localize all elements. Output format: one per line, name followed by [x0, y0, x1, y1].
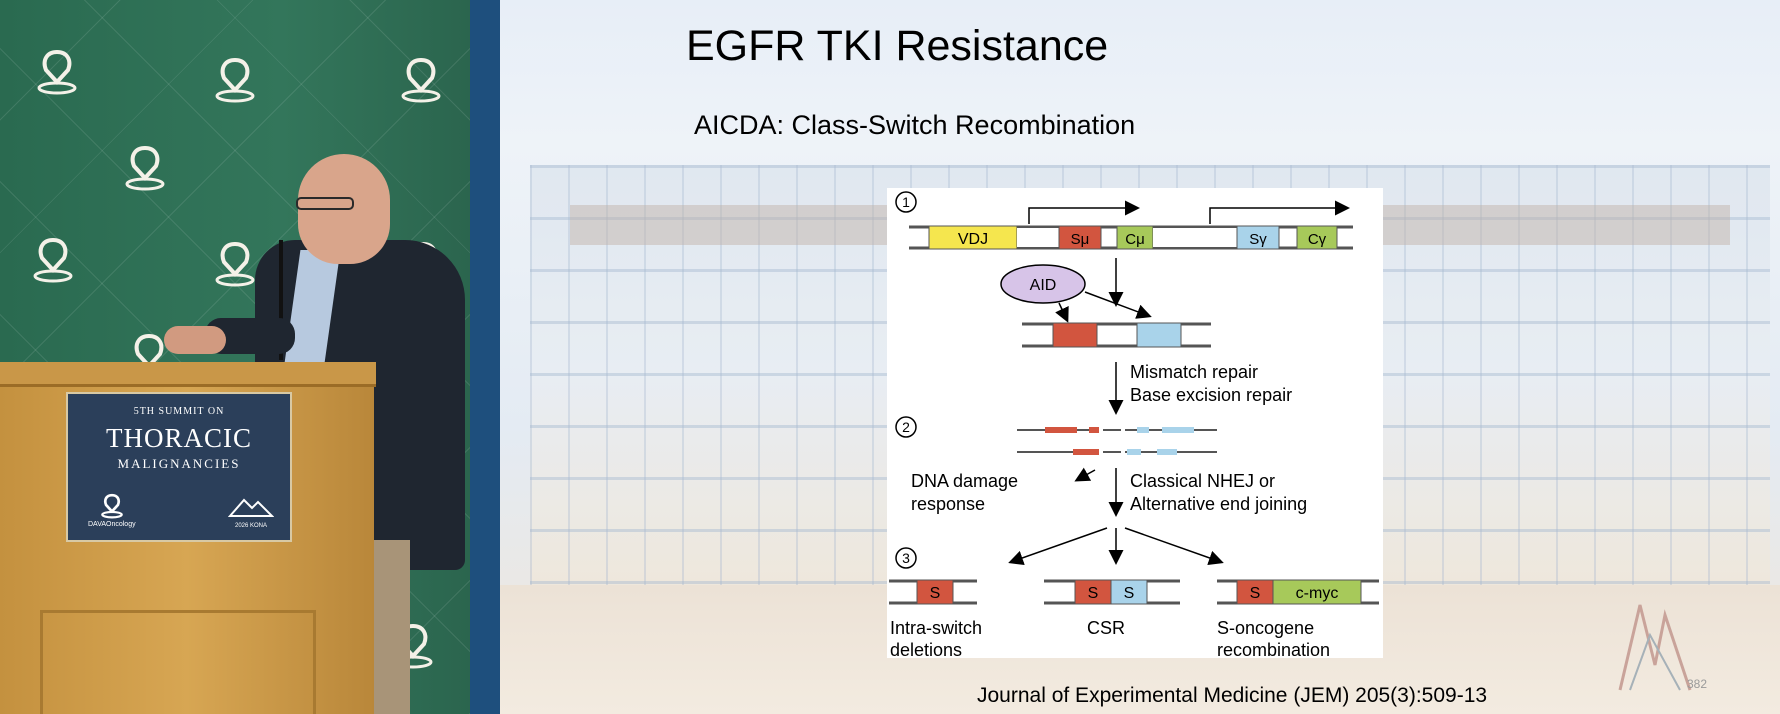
- speaker-glasses: [296, 197, 354, 210]
- s-mu-damaged: [1052, 322, 1098, 348]
- backdrop-logo-icon: [215, 57, 255, 103]
- outcome-3-caption-2: recombination: [1217, 640, 1330, 658]
- slide-number: 382: [1687, 677, 1708, 691]
- aid-label: AID: [1030, 277, 1057, 294]
- promoter-arrow-gamma: [1209, 200, 1350, 224]
- outcome-1-s-block: [916, 579, 954, 605]
- backdrop-logo-icon: [125, 145, 165, 191]
- s-mu-segment: [1058, 225, 1102, 250]
- c-gamma-segment: [1296, 225, 1338, 250]
- sign-logo-left-text: DAVAOncology: [88, 521, 136, 528]
- step-1-label: 1: [902, 194, 910, 210]
- arrow-to-intra-switch: [1008, 527, 1108, 566]
- fragment: [1157, 449, 1177, 455]
- microphone: [279, 240, 283, 360]
- step-1-marker: [895, 191, 917, 213]
- break-gap: [1121, 427, 1125, 455]
- sign-line-2: THORACIC: [105, 423, 252, 453]
- promoter-arrow-mu: [1028, 200, 1140, 224]
- outcome-2-caption: CSR: [1087, 618, 1125, 638]
- backdrop-logo-icon: [401, 57, 441, 103]
- damage-line-1: DNA damage: [911, 471, 1018, 491]
- presentation-slide: EGFR TKI Resistance AICDA: Class-Switch …: [500, 0, 1780, 714]
- red-sculpture: [1618, 604, 1692, 691]
- s-gamma-label: Sγ: [1249, 231, 1267, 248]
- fragment: [1162, 427, 1194, 433]
- fragment: [1089, 427, 1101, 433]
- citation: Journal of Experimental Medicine (JEM) 2…: [977, 684, 1488, 707]
- podium-panel: [40, 610, 316, 714]
- divider-stripe: [470, 0, 500, 714]
- sign-line-3: MALIGNANCIES: [117, 456, 241, 471]
- c-mu-label: Cμ: [1125, 231, 1144, 248]
- arrow-to-damage: [1074, 467, 1096, 482]
- csr-diagram: 1 VDJ Sμ Cμ Sγ Cγ AID: [889, 191, 1379, 660]
- sign-logo-left: DAVAOncology: [88, 493, 136, 528]
- repair-line-1: Mismatch repair: [1130, 362, 1258, 382]
- mountain-logo-icon: [227, 498, 275, 517]
- s-gamma-segment: [1236, 225, 1280, 250]
- speaker-video: 5TH SUMMIT ON THORACIC MALIGNANCIES DAVA…: [0, 0, 470, 714]
- step-3-label: 3: [902, 550, 910, 566]
- outcome-3-block-label-1: S: [1250, 585, 1261, 602]
- speaker-hand-with-clicker: [164, 326, 226, 354]
- repair-line-2: Base excision repair: [1130, 385, 1292, 405]
- joining-line-2: Alternative end joining: [1130, 494, 1307, 514]
- dava-logo-icon: [100, 493, 123, 519]
- sign-line-1: 5TH SUMMIT ON: [133, 406, 225, 417]
- outcome-2-s-block-red: [1074, 579, 1112, 605]
- outcome-1-block-label: S: [930, 585, 941, 602]
- outcome-2-block-label-2: S: [1124, 585, 1135, 602]
- damage-line-2: response: [911, 494, 985, 514]
- arrow-aid-to-s-mu: [1055, 302, 1069, 323]
- arrow-aid-to-s-gamma: [1084, 291, 1152, 319]
- fragment: [1127, 449, 1141, 455]
- step-3-marker: [895, 547, 917, 569]
- joining-line-1: Classical NHEJ or: [1130, 471, 1275, 491]
- arrow-to-s-oncogene: [1124, 527, 1224, 566]
- backdrop-logo-icon: [33, 237, 73, 283]
- outcome-1-caption-2: deletions: [890, 640, 962, 658]
- fragment: [1073, 449, 1103, 455]
- sign-logo-right: 2026 KONA: [227, 496, 275, 530]
- podium-top: [0, 362, 376, 387]
- podium-sign: 5TH SUMMIT ON THORACIC MALIGNANCIES DAVA…: [66, 392, 292, 542]
- intron-2: [1153, 228, 1237, 247]
- outcome-3-block-label-2: c-myc: [1296, 585, 1339, 602]
- backdrop-logo-icon: [37, 49, 77, 95]
- outcome-3-c-myc-block: [1272, 579, 1362, 605]
- s-mu-label: Sμ: [1071, 231, 1090, 248]
- outcome-2-s-block-blue: [1110, 579, 1148, 605]
- outcome-3-caption-1: S-oncogene: [1217, 618, 1314, 638]
- slide-title: EGFR TKI Resistance: [686, 22, 1109, 70]
- step-2-label: 2: [902, 419, 910, 435]
- vdj-label: VDJ: [958, 231, 988, 248]
- csr-figure: 1 VDJ Sμ Cμ Sγ Cγ AID: [887, 188, 1383, 660]
- aid-enzyme: [1000, 264, 1086, 304]
- outcome-2-block-label-1: S: [1088, 585, 1099, 602]
- sign-logo-right-text: 2026 KONA: [234, 523, 268, 529]
- s-gamma-damaged: [1136, 322, 1182, 348]
- slide-subtitle: AICDA: Class-Switch Recombination: [694, 110, 1136, 140]
- backdrop-logo-icon: [215, 241, 255, 287]
- step-2-marker: [895, 416, 917, 438]
- intron-1: [1017, 228, 1059, 247]
- break-gap: [1099, 427, 1103, 455]
- outcome-1-caption-1: Intra-switch: [890, 618, 982, 638]
- fragment: [1137, 427, 1149, 433]
- fragment: [1045, 427, 1077, 433]
- outcome-3-s-block: [1236, 579, 1274, 605]
- c-gamma-label: Cγ: [1308, 231, 1327, 248]
